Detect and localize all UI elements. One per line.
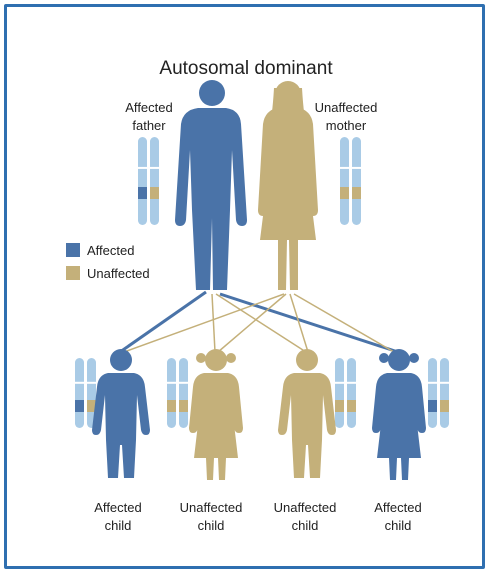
child2-figure	[189, 349, 243, 480]
legend-unaffected-swatch	[66, 266, 80, 280]
father-chromosomes-centromere	[138, 166, 147, 169]
child2-label-line1: Unaffected	[180, 500, 243, 515]
child4-chromosomes-centromere	[428, 381, 437, 384]
mother-chromosomes	[340, 137, 361, 225]
father-chromosomes-band-unaffected	[150, 187, 159, 199]
child3-chromosomes-centromere	[335, 381, 344, 384]
child4-chromosomes	[428, 358, 449, 428]
legend-affected-label: Affected	[87, 243, 134, 258]
father-chromosomes-left	[138, 137, 147, 225]
child3-label-line1: Unaffected	[274, 500, 337, 515]
child4-label-line2: child	[385, 518, 412, 533]
mother-figure	[258, 81, 318, 290]
child3-chromosomes-band-unaffected	[347, 400, 356, 412]
child4-label-line1: Affected	[374, 500, 421, 515]
chromosome-pairs	[75, 137, 449, 428]
mother-label-line1: Unaffected	[315, 100, 378, 115]
child4-chromosomes-right	[440, 358, 449, 428]
child1-chromosomes-left	[75, 358, 84, 428]
mother-label-line2: mother	[326, 118, 367, 133]
line-mother-child1	[123, 293, 285, 353]
father-chromosomes-right	[150, 137, 159, 225]
line-mother-child4	[293, 293, 395, 353]
child3-chromosomes	[335, 358, 356, 428]
inheritance-lines	[119, 290, 399, 354]
child2-label-line2: child	[198, 518, 225, 533]
mother-chromosomes-centromere	[352, 166, 361, 169]
child1-chromosomes	[75, 358, 96, 428]
child4-figure	[372, 349, 426, 480]
child2-chromosomes-left	[167, 358, 176, 428]
mother-chromosomes-centromere	[340, 166, 349, 169]
child1-label-line2: child	[105, 518, 132, 533]
child1-label-line1: Affected	[94, 500, 141, 515]
father-label-line1: Affected	[125, 100, 172, 115]
child3-chromosomes-band-unaffected	[335, 400, 344, 412]
mother-chromosomes-left	[340, 137, 349, 225]
legend-unaffected-label: Unaffected	[87, 266, 150, 281]
child3-chromosomes-left	[335, 358, 344, 428]
child1-chromosomes-centromere	[75, 381, 84, 384]
child2-chromosomes-band-unaffected	[167, 400, 176, 412]
line-mother-child3	[289, 293, 309, 353]
child3-label-line2: child	[292, 518, 319, 533]
child2-chromosomes-right	[179, 358, 188, 428]
child1-figure	[92, 349, 150, 478]
child3-chromosomes-right	[347, 358, 356, 428]
father-chromosomes-band-affected	[138, 187, 147, 199]
line-father-child4	[219, 292, 399, 354]
mother-chromosomes-right	[352, 137, 361, 225]
mother-chromosomes-band-unaffected	[340, 187, 349, 199]
legend-affected-swatch	[66, 243, 80, 257]
child3-figure	[278, 349, 336, 478]
father-figure	[175, 80, 247, 290]
legend: Affected Unaffected	[66, 243, 150, 281]
child2-chromosomes-centromere	[179, 381, 188, 384]
child4-chromosomes-centromere	[440, 381, 449, 384]
child-labels: Affected child Unaffected child Unaffect…	[94, 500, 421, 533]
line-father-child3	[215, 293, 307, 353]
child4-chromosomes-left	[428, 358, 437, 428]
line-mother-child2	[217, 293, 287, 353]
father-chromosomes	[138, 137, 159, 225]
mother-chromosomes-band-unaffected	[352, 187, 361, 199]
child4-chromosomes-band-affected	[428, 400, 437, 412]
line-father-child2	[211, 293, 216, 353]
child1-chromosomes-band-unaffected	[87, 400, 96, 412]
child1-chromosomes-band-affected	[75, 400, 84, 412]
father-label-line2: father	[132, 118, 166, 133]
line-father-child1	[119, 290, 207, 354]
child4-chromosomes-band-unaffected	[440, 400, 449, 412]
child2-chromosomes-band-unaffected	[179, 400, 188, 412]
diagram-title: Autosomal dominant	[159, 58, 333, 79]
father-chromosomes-centromere	[150, 166, 159, 169]
child2-chromosomes	[167, 358, 188, 428]
child1-chromosomes-centromere	[87, 381, 96, 384]
child3-chromosomes-centromere	[347, 381, 356, 384]
child2-chromosomes-centromere	[167, 381, 176, 384]
